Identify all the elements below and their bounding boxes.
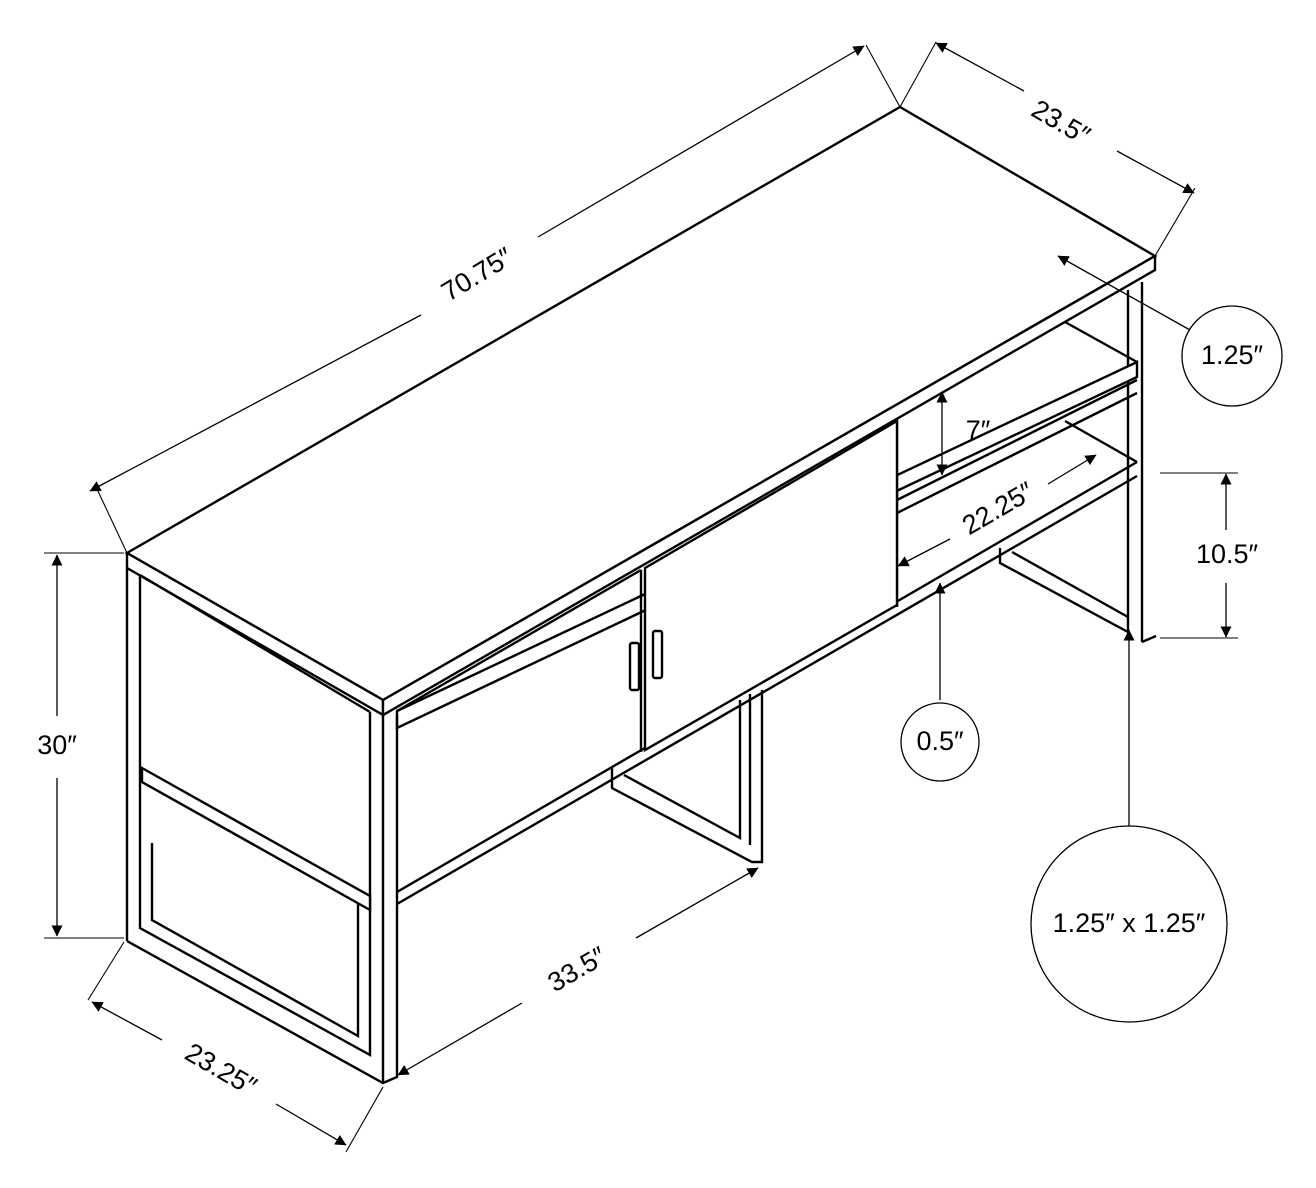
label-leg-profile: 1.25″ x 1.25″ xyxy=(1053,908,1206,938)
dim-lower-opening: 10.5″ xyxy=(1160,472,1259,639)
sliding-doors xyxy=(396,418,899,753)
middle-leg-frame xyxy=(610,690,764,864)
dim-base-depth: 23.25″ xyxy=(87,941,384,1153)
front-left-leg-frame xyxy=(126,573,399,1085)
label-inner-frame-width: 33.5″ xyxy=(543,941,612,998)
dim-shelf-gap: 7″ xyxy=(936,391,991,476)
dim-inner-frame-width: 33.5″ xyxy=(397,867,759,1076)
label-shelf-depth: 22.25″ xyxy=(957,476,1039,541)
label-shelf-thickness: 0.5″ xyxy=(916,726,964,756)
dim-overall-height: 30″ xyxy=(37,552,124,939)
tabletop xyxy=(124,105,1158,941)
label-shelf-gap: 7″ xyxy=(966,415,991,445)
dim-leg-profile: 1.25″ x 1.25″ xyxy=(1030,629,1228,1023)
label-overall-length: 70.75″ xyxy=(436,241,518,307)
dim-shelf-thickness: 0.5″ xyxy=(900,582,980,782)
label-top-thickness: 1.25″ xyxy=(1201,340,1264,370)
label-top-depth: 23.5″ xyxy=(1027,94,1096,151)
label-overall-height: 30″ xyxy=(37,730,77,760)
label-lower-opening: 10.5″ xyxy=(1196,539,1259,569)
label-base-depth: 23.25″ xyxy=(180,1037,262,1102)
dim-top-thickness: 1.25″ xyxy=(1057,255,1283,407)
tv-console-drawing xyxy=(124,105,1158,1085)
door-handles xyxy=(628,629,664,692)
